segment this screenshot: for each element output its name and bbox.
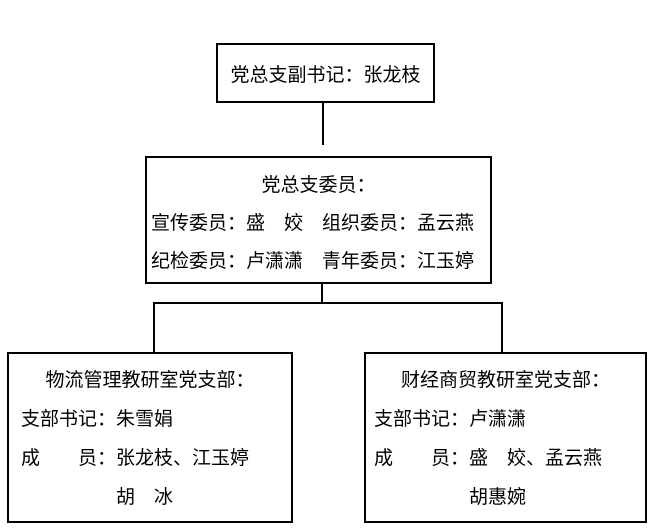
finance-branch-title: 财经商贸教研室党支部：: [400, 370, 610, 391]
finance-branch-box: 财经商贸教研室党支部： 支部书记：卢潇潇 成 员：盛 姣、孟云燕 胡惠婉: [364, 352, 647, 523]
connector-horizontal-bar: [153, 302, 503, 304]
logistics-branch-box: 物流管理教研室党支部： 支部书记：朱雪娟 成 员：张龙枝、江玉婷 胡 冰: [7, 352, 293, 523]
deputy-secretary-box: 党总支副书记：张龙枝: [216, 43, 435, 103]
logistics-branch-members: 成 员：张龙枝、江玉婷: [21, 448, 250, 469]
finance-branch-members: 成 员：盛 姣、孟云燕: [374, 448, 603, 469]
logistics-branch-members-continuation: 胡 冰: [116, 487, 174, 508]
committee-line-discipline-youth: 纪检委员：卢潇潇 青年委员：江玉婷: [151, 251, 475, 272]
committee-title: 党总支委员：: [261, 175, 376, 196]
logistics-branch-secretary: 支部书记：朱雪娟: [21, 409, 174, 430]
connector-committee-stub: [321, 284, 323, 304]
committee-line-propaganda-organization: 宣传委员：盛 姣 组织委员：孟云燕: [151, 213, 475, 234]
connector-top-to-committee: [322, 103, 324, 145]
deputy-secretary-label: 党总支副书记：张龙枝: [230, 64, 421, 86]
logistics-branch-title: 物流管理教研室党支部：: [45, 370, 255, 391]
connector-to-finance-branch: [501, 302, 503, 352]
connector-to-logistics-branch: [153, 302, 155, 352]
finance-branch-secretary: 支部书记：卢潇潇: [374, 409, 527, 430]
finance-branch-members-continuation: 胡惠婉: [469, 487, 527, 508]
committee-box: 党总支委员： 宣传委员：盛 姣 组织委员：孟云燕 纪检委员：卢潇潇 青年委员：江…: [145, 156, 492, 284]
